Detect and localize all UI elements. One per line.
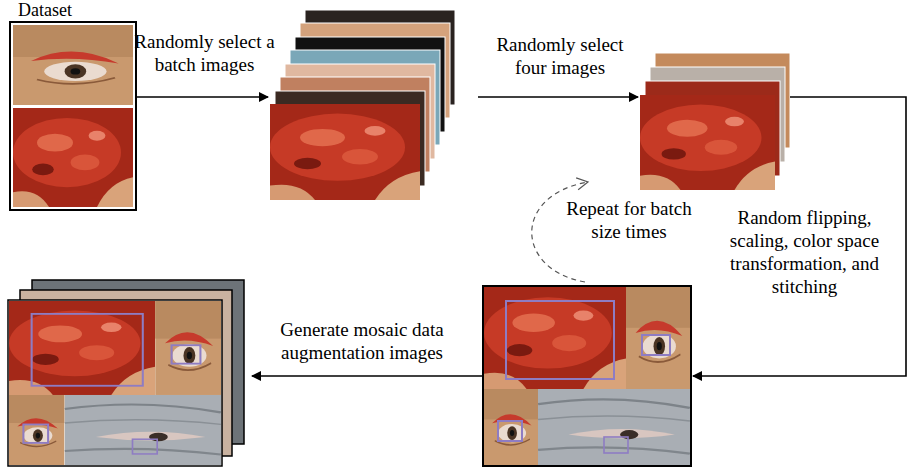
step-label: Random flipping, scaling, color space tr… xyxy=(712,206,897,298)
step-label: Randomly select a batch images xyxy=(112,30,297,76)
dataset-box: Dataset xyxy=(10,0,138,212)
step-label: Repeat for batch size times xyxy=(558,197,700,243)
step-label: Randomly select four images xyxy=(485,33,635,79)
step-label: Generate mosaic data augmentation images xyxy=(262,318,462,364)
dataset-heading: Dataset xyxy=(10,0,138,20)
